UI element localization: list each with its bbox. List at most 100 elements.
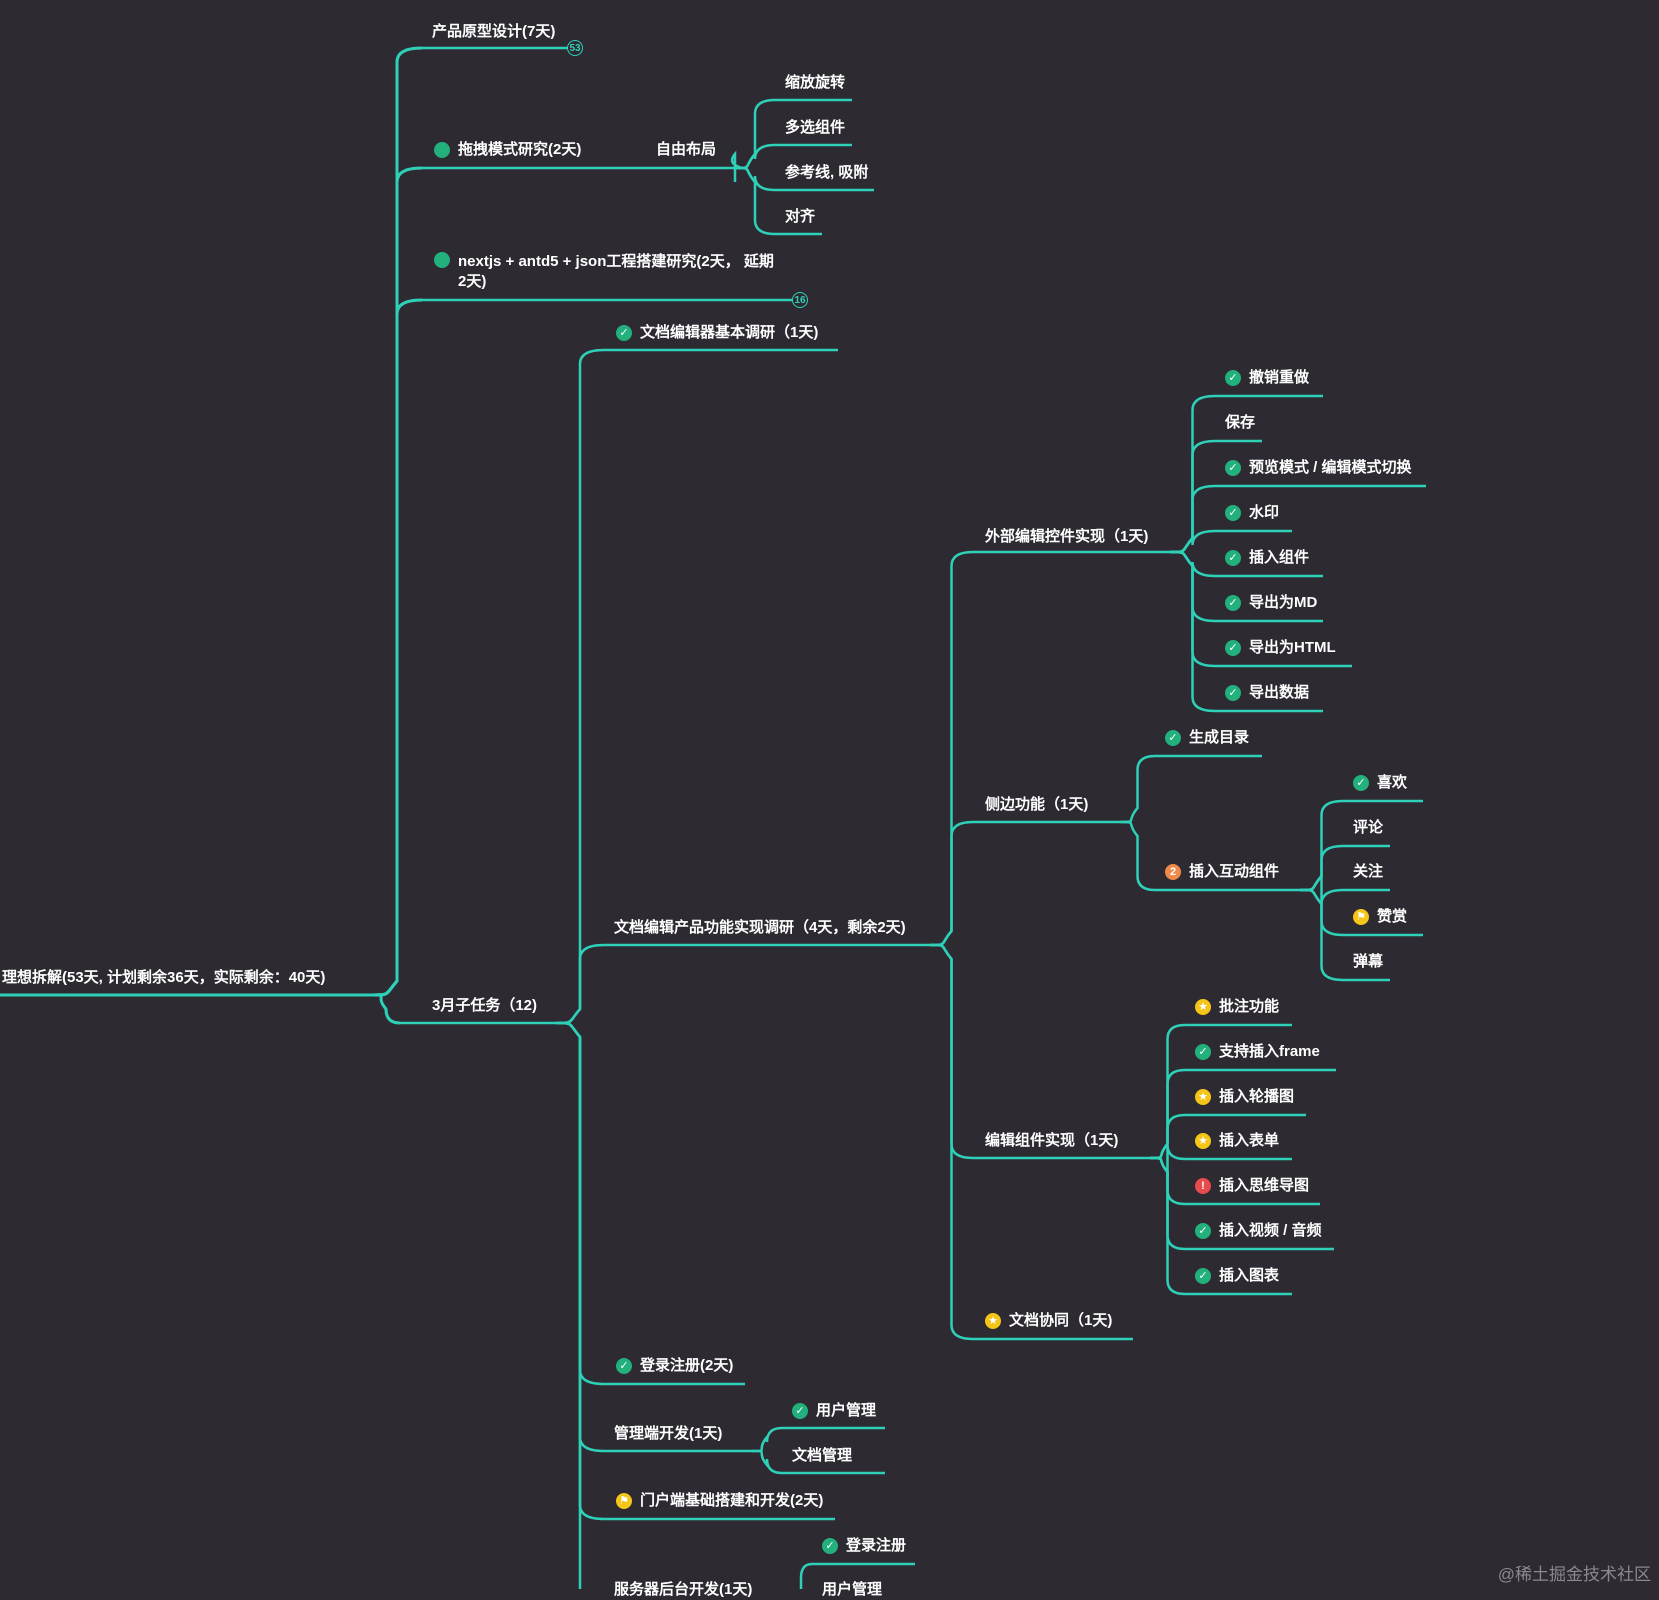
topic-reward[interactable]: ⚑ 赞赏	[1353, 907, 1407, 927]
topic-docmgmt[interactable]: 文档管理	[792, 1446, 852, 1466]
topic-label: 插入表单	[1219, 1132, 1280, 1149]
topic-label: 支持插入frame	[1219, 1043, 1320, 1060]
check-circle-icon: ✓	[616, 325, 632, 341]
topic-root[interactable]: 理想拆解(53天, 计划剩余36天，实际剩余：40天)	[2, 968, 325, 988]
march-to-server-connector	[555, 1021, 582, 1589]
topic-next[interactable]: nextjs + antd5 + json工程搭建研究(2天， 延期2天)	[434, 252, 774, 292]
watermark: @稀土掘金技术社区	[1497, 1565, 1651, 1584]
topic-label: 评论	[1353, 819, 1384, 836]
topic-free[interactable]: 自由布局	[656, 140, 716, 160]
topic-label: 导出为MD	[1249, 594, 1318, 611]
topic-frame[interactable]: ✓支持插入frame	[1195, 1042, 1320, 1062]
topic-server[interactable]: 服务器后台开发(1天)	[614, 1580, 752, 1600]
topic-preview[interactable]: ✓预览模式 / 编辑模式切换	[1225, 458, 1412, 478]
collapsed-count-badge[interactable]: 16	[792, 292, 808, 308]
topic-label: 缩放旋转	[785, 74, 846, 91]
dot-icon	[434, 142, 450, 158]
topic-login[interactable]: ✓ 登录注册(2天)	[616, 1356, 733, 1376]
topic-march[interactable]: 3月子任务（12)	[432, 996, 537, 1016]
topic-srvlogin[interactable]: ✓登录注册	[822, 1536, 906, 1556]
check-circle-icon: ✓	[616, 1358, 632, 1374]
topic-water[interactable]: ✓水印	[1225, 503, 1279, 523]
topic-form[interactable]: ★插入表单	[1195, 1131, 1279, 1151]
topic-label: 导出为HTML	[1249, 639, 1336, 656]
topic-admin[interactable]: 管理端开发(1天)	[614, 1424, 722, 1444]
root-to-next-connector	[371, 298, 423, 997]
topic-ext[interactable]: 外部编辑控件实现（1天)	[985, 527, 1148, 547]
check-circle-icon: ✓	[1225, 595, 1241, 611]
root-to-march-connector	[371, 993, 401, 1025]
topic-align[interactable]: 对齐	[785, 207, 815, 227]
topic-docfeat[interactable]: 文档编辑产品功能实现调研（4天，剩余2天)	[614, 918, 906, 938]
topic-label: 文档管理	[792, 1447, 853, 1464]
topic-danmu[interactable]: 弹幕	[1353, 952, 1383, 972]
topic-follow[interactable]: 关注	[1353, 862, 1383, 882]
flag-icon: ⚑	[1353, 909, 1369, 925]
topic-drag[interactable]: 拖拽模式研究(2天)	[434, 140, 581, 160]
topic-label: 多选组件	[785, 119, 846, 136]
topic-label: 撤销重做	[1249, 369, 1310, 386]
topic-proto[interactable]: 产品原型设计(7天)	[432, 22, 555, 42]
editcomp-to-chart-connector	[1149, 1156, 1186, 1296]
topic-undo[interactable]: ✓撤销重做	[1225, 368, 1309, 388]
docfeat-to-collab-connector	[929, 943, 974, 1341]
topic-docres[interactable]: ✓文档编辑器基本调研（1天)	[616, 323, 818, 343]
topic-label: 插入视频 / 音频	[1219, 1222, 1322, 1239]
star-icon: ★	[985, 1313, 1001, 1329]
topic-label: 参考线, 吸附	[785, 164, 869, 181]
check-circle-icon: ✓	[1225, 685, 1241, 701]
topic-data[interactable]: ✓导出数据	[1225, 683, 1309, 703]
topic-label: 插入互动组件	[1189, 863, 1280, 880]
ext-to-data-connector	[1169, 550, 1216, 713]
topic-md[interactable]: ✓ 导出为MD	[1225, 593, 1317, 613]
topic-label: 插入轮播图	[1219, 1088, 1295, 1105]
topic-label: 侧边功能（1天)	[985, 796, 1089, 813]
topic-label: 保存	[1225, 414, 1256, 431]
topic-multi[interactable]: 多选组件	[785, 118, 845, 138]
topic-collab[interactable]: ★文档协同（1天)	[985, 1311, 1112, 1331]
check-circle-icon: ✓	[1195, 1268, 1211, 1284]
star-icon: ★	[1195, 1089, 1211, 1105]
topic-label: nextjs + antd5 + json工程搭建研究(2天， 延期2天)	[458, 253, 774, 290]
topic-side[interactable]: 侧边功能（1天)	[985, 795, 1088, 815]
topic-video[interactable]: ✓插入视频 / 音频	[1195, 1221, 1322, 1241]
topic-label: 理想拆解(53天, 计划剩余36天，实际剩余：40天)	[2, 969, 326, 986]
topic-label: 插入组件	[1249, 549, 1310, 566]
topic-inscomp[interactable]: ✓插入组件	[1225, 548, 1309, 568]
collapsed-count-badge[interactable]: 53	[567, 40, 583, 56]
march-to-docfeat-connector	[555, 943, 605, 1025]
topic-editcomp[interactable]: 编辑组件实现（1天)	[985, 1131, 1118, 1151]
free-to-align-connector	[734, 166, 776, 236]
topic-usermgmt[interactable]: ✓用户管理	[792, 1401, 876, 1421]
topic-guide[interactable]: 参考线, 吸附	[785, 163, 868, 183]
check-circle-icon: ✓	[822, 1538, 838, 1554]
topic-chart[interactable]: ✓插入图表	[1195, 1266, 1279, 1286]
topic-label: 赞赏	[1377, 908, 1408, 925]
check-circle-icon: ✓	[1353, 775, 1369, 791]
topic-label: 预览模式 / 编辑模式切换	[1249, 459, 1412, 476]
topic-zoom[interactable]: 缩放旋转	[785, 73, 845, 93]
topic-srvuser[interactable]: 用户管理	[822, 1580, 882, 1600]
topic-comment[interactable]: 评论	[1353, 818, 1383, 838]
exclamation-icon: !	[1195, 1178, 1211, 1194]
check-circle-icon: ✓	[1225, 505, 1241, 521]
topic-portal[interactable]: ⚑门户端基础搭建和开发(2天)	[616, 1491, 823, 1511]
topic-label: 登录注册(2天)	[640, 1357, 734, 1374]
topic-save[interactable]: 保存	[1225, 413, 1255, 433]
server-to-srvlogin-connector	[799, 1562, 813, 1589]
topic-label: 对齐	[785, 208, 816, 225]
topic-mind[interactable]: !插入思维导图	[1195, 1176, 1309, 1196]
topic-annot[interactable]: ★批注功能	[1195, 997, 1279, 1017]
topic-carousel[interactable]: ★ 插入轮播图	[1195, 1087, 1294, 1107]
interact-to-danmu-connector	[1299, 888, 1344, 982]
topic-label: 产品原型设计(7天)	[432, 23, 556, 40]
topic-toc[interactable]: ✓生成目录	[1165, 728, 1249, 748]
topic-like[interactable]: ✓喜欢	[1353, 773, 1407, 793]
topic-html[interactable]: ✓导出为HTML	[1225, 638, 1336, 658]
topic-label: 拖拽模式研究(2天)	[458, 141, 582, 158]
star-icon: ★	[1195, 999, 1211, 1015]
topic-label: 服务器后台开发(1天)	[614, 1581, 753, 1598]
